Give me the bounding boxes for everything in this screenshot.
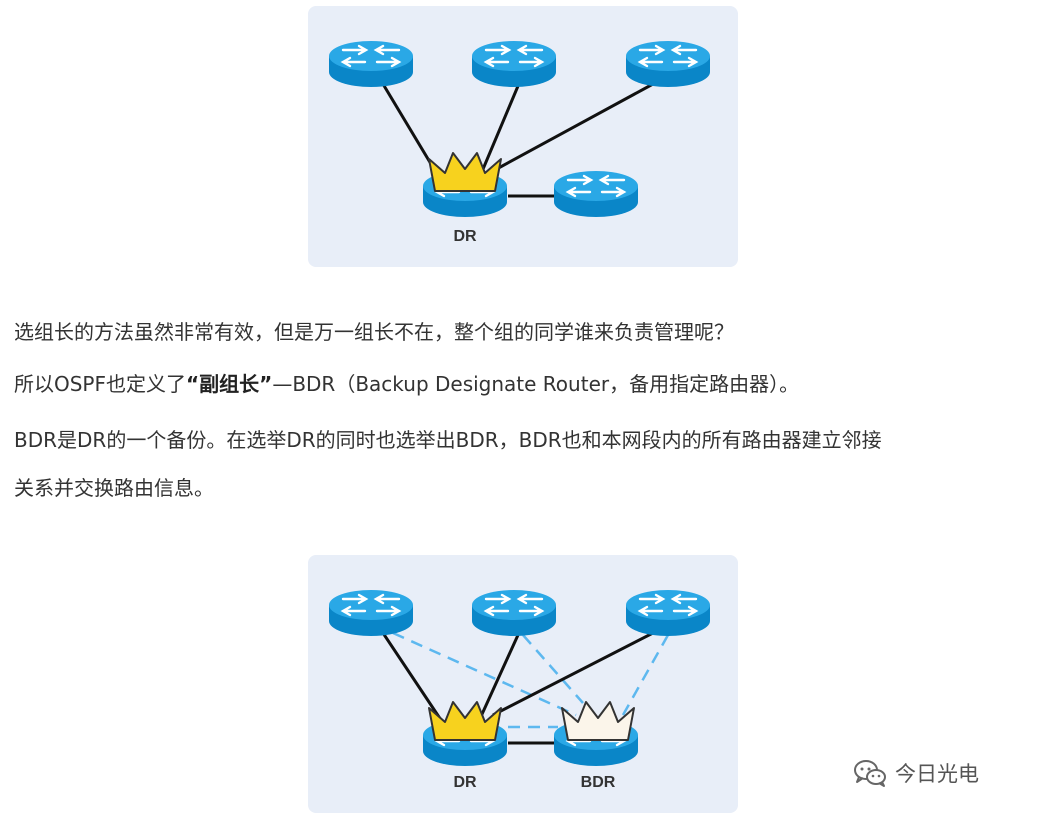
paragraph-3: BDR是DR的一个备份。在选举DR的同时也选举出BDR，BDR也和本网段内的所有… <box>14 428 882 452</box>
router-icon <box>552 169 640 219</box>
watermark: 今日光电 <box>853 755 979 791</box>
bdr-label: BDR <box>581 774 616 791</box>
link-r3-dr <box>492 82 654 173</box>
router-icon <box>470 39 558 89</box>
router-icon <box>327 39 415 89</box>
link-r2-dr <box>476 634 520 724</box>
dr-label: DR <box>453 228 477 245</box>
dashed-link-r2-bdr <box>522 634 584 704</box>
router-icon <box>624 588 712 638</box>
paragraph-4: 关系并交换路由信息。 <box>14 476 214 500</box>
paragraph-2: 所以OSPF也定义了“副组长”—BDR（Backup Designate Rou… <box>14 358 1039 410</box>
dr-bdr-diagram: DR BDR <box>308 555 738 813</box>
paragraph-2-tail: —BDR（Backup Designate Router，备用指定路由器）。 <box>272 372 800 396</box>
dashed-link-r3-bdr <box>621 634 670 716</box>
watermark-text: 今日光电 <box>895 762 979 786</box>
router-icon <box>327 588 415 638</box>
dashed-link-r1-bdr <box>392 631 577 717</box>
dr-topology-svg: DR <box>327 39 712 245</box>
paragraph-1: 选组长的方法虽然非常有效，但是万一组长不在，整个组的同学谁来负责管理呢？ <box>14 320 734 344</box>
paragraph-2-lead: 所以OSPF也定义了 <box>14 372 187 396</box>
white-crown-icon <box>561 701 635 741</box>
link-r3-dr <box>492 631 654 717</box>
dr-bdr-topology-svg: DR BDR <box>327 588 712 791</box>
crown-icon <box>428 701 502 741</box>
link-r2-dr <box>476 85 520 182</box>
dr-diagram: DR <box>308 6 738 267</box>
emphasis-vice-leader: “副组长” <box>186 372 273 396</box>
wechat-icon <box>854 760 886 787</box>
router-icon <box>470 588 558 638</box>
crown-icon <box>428 152 502 192</box>
link-r1-dr <box>381 632 445 724</box>
dr-label: DR <box>453 774 477 791</box>
router-icon <box>624 39 712 89</box>
